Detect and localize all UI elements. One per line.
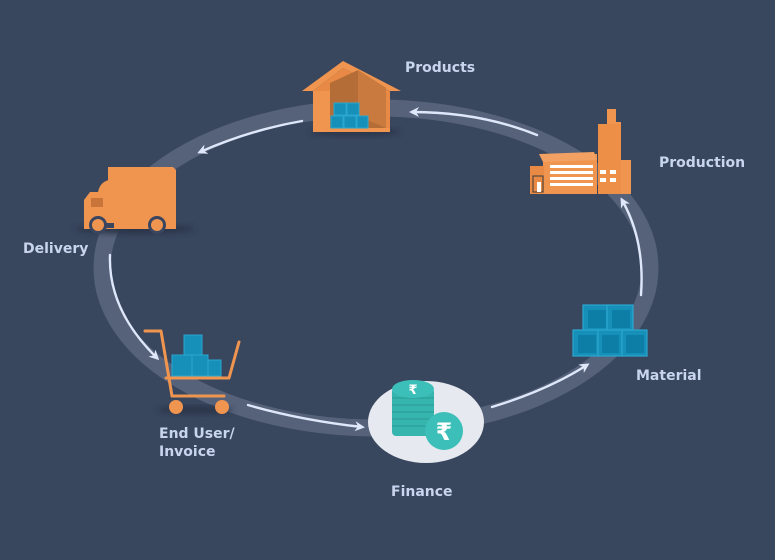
rupee-symbol-large: ₹ [436, 418, 453, 446]
warehouse-icon [302, 61, 401, 136]
truck-icon [75, 167, 195, 234]
arrow-cart-to-finance [246, 403, 365, 432]
cubes-icon [572, 304, 648, 357]
arrow-production-to-products [409, 107, 539, 137]
node-label-finance: Finance [391, 484, 453, 500]
arrow-finance-to-material [490, 363, 590, 409]
node-label-end-user-line1: End User/ [159, 426, 235, 442]
rupee-coins-icon: ₹ ₹ [368, 380, 484, 463]
arrow-products-to-delivery [197, 119, 304, 154]
flow-arrows [108, 107, 643, 432]
node-label-material: Material [636, 368, 702, 384]
arrow-material-to-production [620, 197, 643, 297]
rupee-symbol-small: ₹ [408, 383, 417, 398]
node-label-production: Production [659, 155, 746, 171]
node-label-delivery: Delivery [23, 241, 89, 257]
node-label-products: Products [405, 60, 476, 76]
arrow-delivery-to-cart [108, 253, 160, 361]
shopping-cart-icon [143, 329, 241, 414]
factory-icon [530, 109, 631, 194]
node-label-end-user-line2: Invoice [159, 444, 216, 460]
